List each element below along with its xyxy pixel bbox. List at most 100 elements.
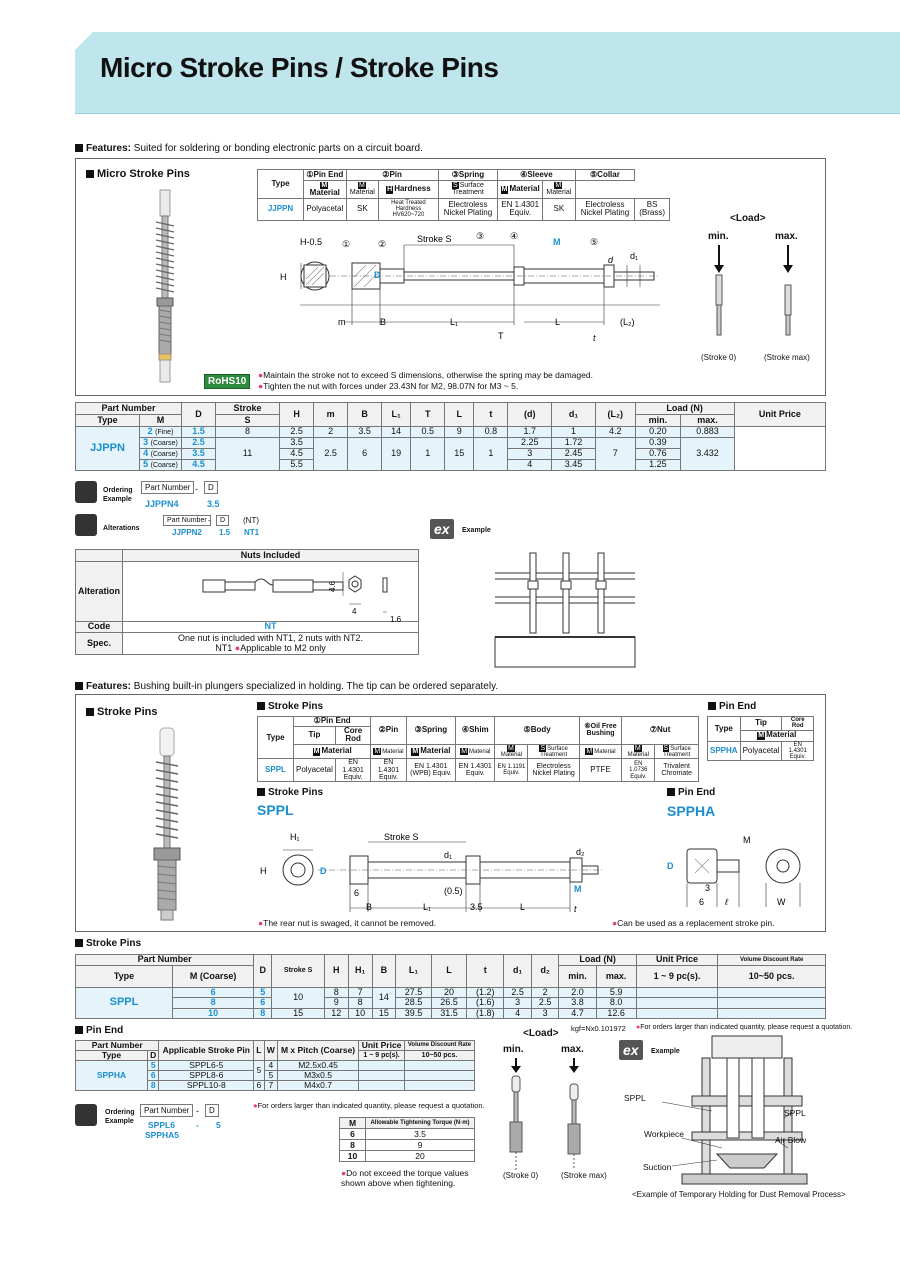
- product-label-micro: Micro Stroke Pins: [86, 168, 190, 180]
- features-label: Features:: [86, 143, 132, 154]
- dim-1-6: 1.6: [390, 615, 402, 624]
- stroke-pin-photo: [153, 727, 181, 921]
- micro-pin-drawing: H-0.5 Stroke S H D M d d₁ m B L₁ T L t (…: [280, 231, 660, 343]
- dim-t-lower: t: [593, 333, 596, 343]
- dim-b: B: [380, 317, 386, 327]
- load-stroke0-1: (Stroke 0): [701, 353, 737, 362]
- features-text: Suited for soldering or bonding electron…: [133, 143, 423, 154]
- dim-d-small: d: [608, 255, 614, 265]
- dim-3-5: 3.5: [470, 902, 483, 912]
- ordering-label-2: Ordering Example: [105, 1109, 135, 1125]
- dim-t-2: t: [574, 904, 577, 914]
- example-badge-1: ex: [430, 519, 454, 539]
- dim-m-2: M: [574, 884, 582, 894]
- qty-note-pe: ●For orders larger than indicated quanti…: [253, 1101, 485, 1110]
- features-label-2: Features:: [86, 681, 132, 692]
- product-label-stroke: Stroke Pins: [86, 706, 158, 718]
- torque-note: ●Do not exceed the torque values shown a…: [341, 1168, 469, 1188]
- ex-caption: <Example of Temporary Holding for Dust R…: [632, 1190, 846, 1199]
- micro-stroke-pins-panel: [75, 158, 826, 396]
- example-drawing-2: [661, 1035, 808, 1185]
- ordering-ex-d-1: 3.5: [207, 499, 220, 509]
- pinend-title: Pin End: [708, 701, 756, 712]
- callout-5: ⑤: [590, 237, 598, 247]
- dim-d: D: [374, 270, 381, 280]
- example-badge-2: ex: [619, 1040, 643, 1060]
- ex-label-workpiece: Workpiece: [644, 1129, 684, 1139]
- qty-note-2: ●For orders larger than indicated quanti…: [636, 1024, 853, 1031]
- alterations-ex-nt: NT1: [244, 528, 260, 537]
- dim-4: 4: [352, 607, 357, 616]
- load-diagram-2: [509, 1058, 581, 1170]
- dim-0-5: (0.5): [444, 886, 463, 896]
- alterations-label: Alterations: [103, 525, 140, 532]
- page-title: Micro Stroke Pins / Stroke Pins: [100, 52, 499, 83]
- alterations-ex-d: 1.5: [219, 528, 231, 537]
- load-strokemax-1: (Stroke max): [764, 353, 810, 362]
- ordering-dash-ex: -: [196, 1120, 199, 1130]
- load-diagram-1: [714, 245, 793, 336]
- alterations-pn-box: Part Number: [163, 515, 211, 526]
- dim-h: H: [280, 272, 287, 282]
- dim-l2: (L₂): [620, 317, 635, 327]
- alterations-d-box: D: [216, 515, 230, 526]
- callout-1: ①: [342, 239, 350, 249]
- dim-ell: ℓ: [724, 897, 728, 907]
- ordering-dash-2: -: [196, 1106, 199, 1116]
- dim-t-upper: T: [498, 331, 504, 341]
- dim-l-2: L: [520, 902, 525, 912]
- load-smax-2: (Stroke max): [561, 1171, 607, 1180]
- load-s0-2: (Stroke 0): [503, 1171, 539, 1180]
- sppha-drawing: D M 3 6 ℓ W: [667, 835, 801, 907]
- note-replacement: ●Can be used as a replacement stroke pin…: [612, 918, 775, 928]
- ordering-ex1: SPPL6: [148, 1120, 175, 1130]
- dim-h1: H₁: [290, 832, 300, 842]
- alterations-nt: (NT): [243, 516, 259, 525]
- sppha-spec-table: Part Number Applicable Stroke Pin L W M …: [74, 1040, 476, 1091]
- dim-6-pinend: 6: [699, 897, 704, 907]
- header-banner: [75, 32, 900, 114]
- dim-d1: d₁: [630, 251, 638, 261]
- dim-4-6: 4.6: [328, 580, 337, 592]
- dim-w: W: [777, 897, 786, 907]
- dim-d1-2: d₁: [444, 850, 452, 860]
- alterations-ex-pn: JJPPN2: [172, 528, 202, 537]
- dim-l1-2: L₁: [423, 902, 431, 912]
- draw-title-left: Stroke Pins: [257, 787, 323, 798]
- load-unit: kgf=Nx0.101972: [571, 1024, 626, 1033]
- rohs-badge: RoHS10: [204, 374, 251, 389]
- callout-3: ③: [476, 231, 484, 241]
- dim-m: m: [338, 317, 346, 327]
- callout-4: ④: [510, 231, 518, 241]
- example-label-2: Example: [651, 1048, 680, 1055]
- sppl-drawing: H₁ Stroke S H D d₁ d₂ M 6 B L₁ (0.5) 3.5…: [260, 832, 603, 914]
- note-swaged: ●The rear nut is swaged, it cannot be re…: [258, 918, 437, 928]
- header-fold: [75, 32, 93, 50]
- ex-label-suction: Suction: [643, 1162, 672, 1172]
- nut-alteration-drawing: 4.6 4 1.6: [202, 572, 402, 624]
- ex-label-sppl-2: SPPL: [784, 1108, 806, 1118]
- ordering-ex-pn-1: JJPPN4: [145, 499, 179, 509]
- mat-title-stroke-pins: Stroke Pins: [257, 701, 323, 712]
- note-stroke: ●Maintain the stroke not to exceed S dim…: [258, 370, 593, 380]
- dim-d-2: D: [320, 866, 327, 876]
- example-drawing-1: [494, 552, 636, 668]
- features-line-2: Features: Bushing built-in plungers spec…: [75, 681, 498, 692]
- dim-d-pinend: D: [667, 861, 674, 871]
- dim-l: L: [555, 317, 560, 327]
- sppl-material-table: Type ①Pin End ②Pin ③Spring ④Shim ⑤Body ⑥…: [257, 715, 699, 783]
- dim-h05: H-0.5: [300, 237, 322, 247]
- ordering-ex2: SPPHA5: [145, 1130, 180, 1140]
- draw-sppha: SPPHA: [667, 803, 716, 819]
- load-min-1: min.: [708, 231, 729, 242]
- note-nut-force: ●Tighten the nut with forces under 23.43…: [258, 381, 519, 391]
- alterations-dash: -: [208, 516, 211, 525]
- dim-h-2: H: [260, 866, 267, 876]
- spec-title-stroke-pins: Stroke Pins: [75, 938, 141, 949]
- dim-stroke-s: Stroke S: [417, 234, 452, 244]
- jjppn-spec-table: Part Number D Stroke H m B L₁ T L t (d) …: [75, 402, 827, 471]
- ex-label-sppl-1: SPPL: [624, 1093, 646, 1103]
- dim-6: 6: [354, 888, 359, 898]
